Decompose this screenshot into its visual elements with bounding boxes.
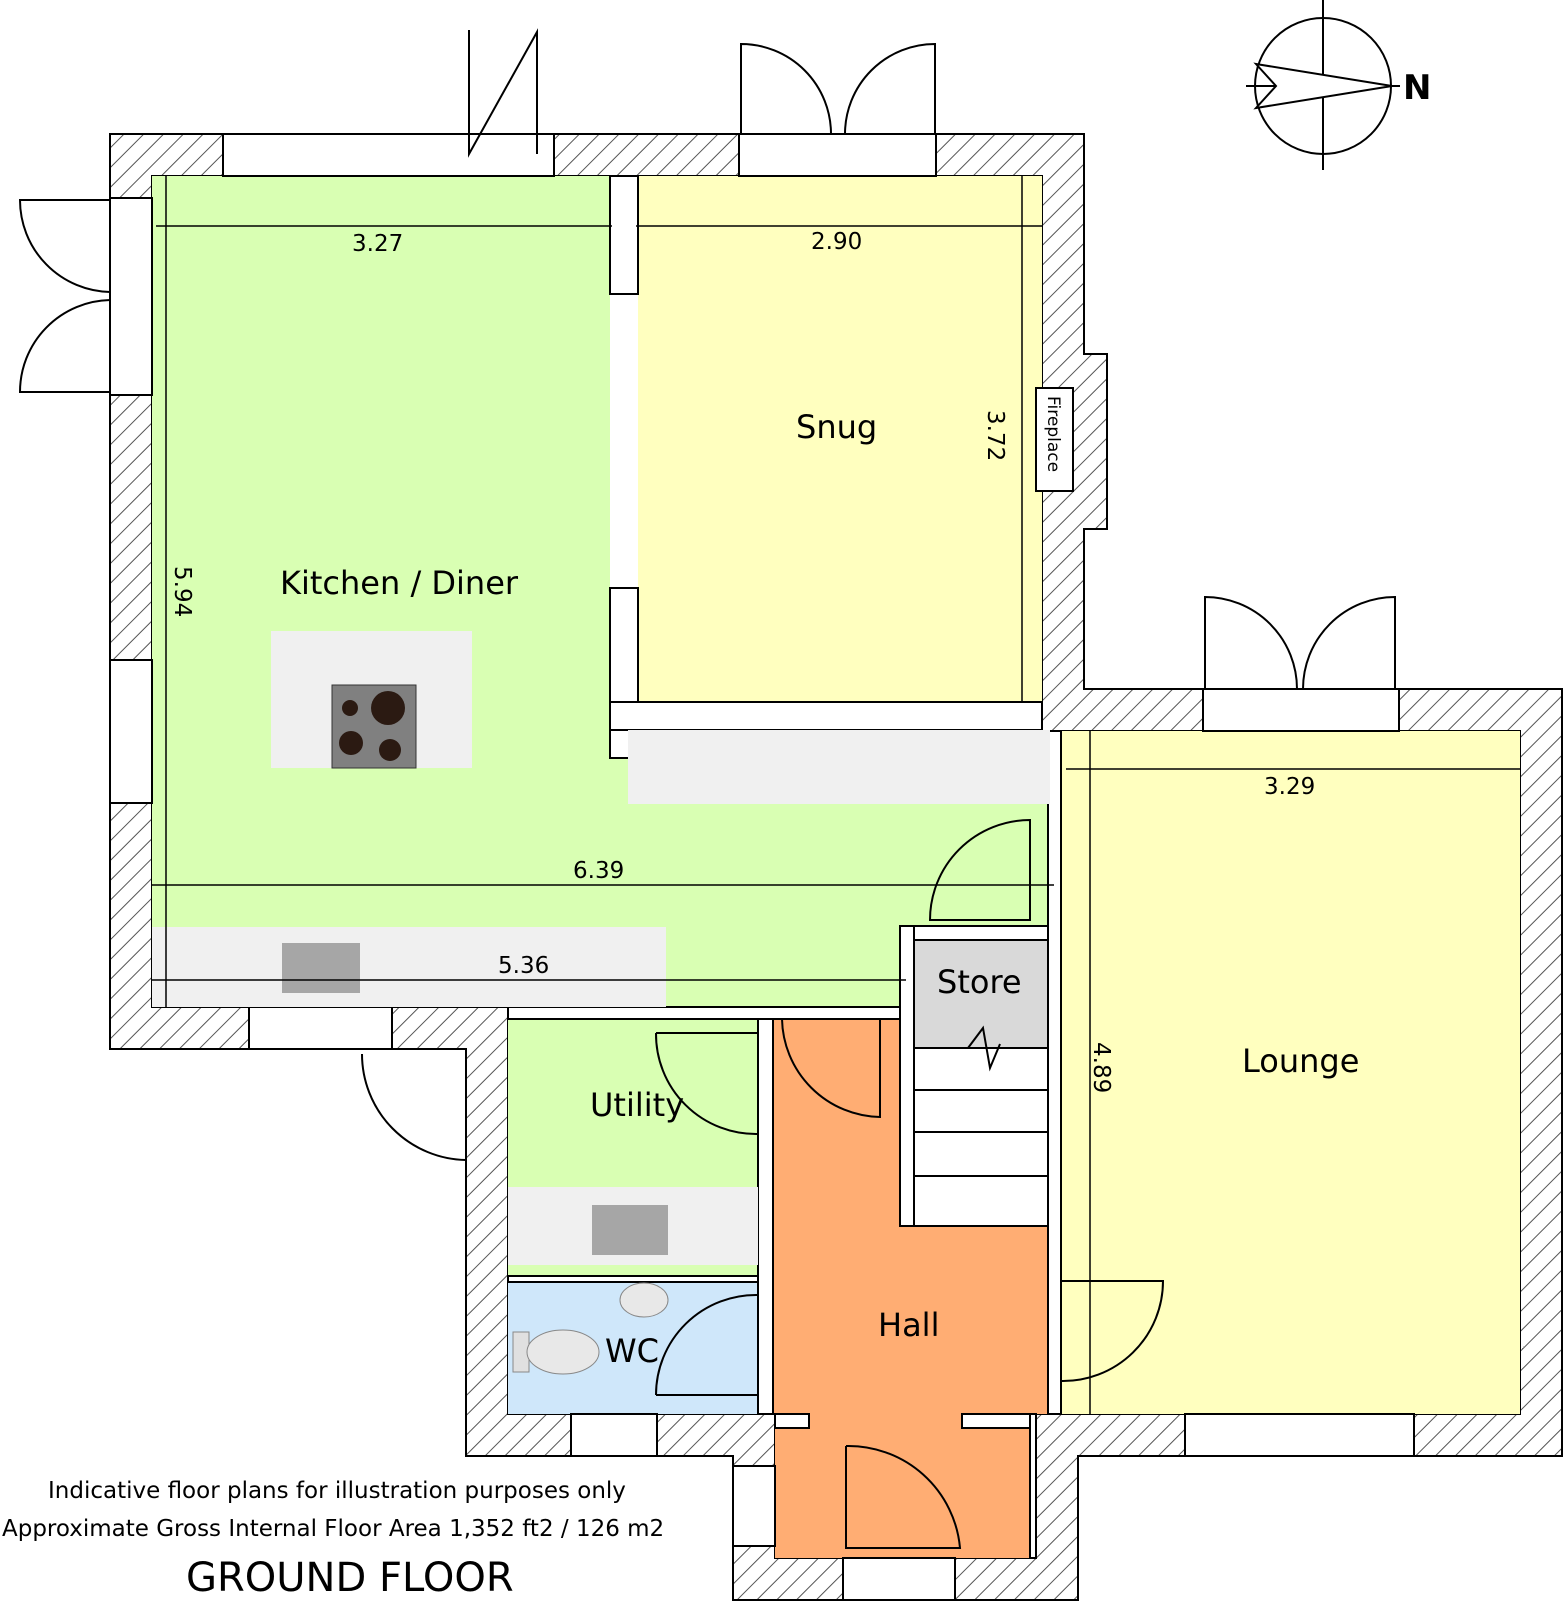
utility-sink <box>592 1205 668 1255</box>
doors <box>18 28 1396 1549</box>
kitchen-sink <box>282 943 360 993</box>
fireplace: Fireplace <box>1035 387 1074 492</box>
kitchen-counter: 5.36 <box>498 953 549 979</box>
hob <box>331 684 417 769</box>
lounge-width: 3.29 <box>1264 774 1315 800</box>
kitchen-label: Kitchen / Diner <box>280 564 519 602</box>
kitchen-overall: 6.39 <box>573 858 624 884</box>
lounge-length: 4.89 <box>1088 1042 1114 1093</box>
store-label: Store <box>937 963 1022 1001</box>
hall-label: Hall <box>878 1306 939 1344</box>
kitchen-width: 3.27 <box>352 231 403 257</box>
toilet <box>526 1329 600 1375</box>
floor-area: Approximate Gross Internal Floor Area 1,… <box>2 1516 664 1542</box>
snug-width: 2.90 <box>811 229 862 255</box>
compass <box>1246 0 1400 170</box>
room-fills <box>152 176 1520 1558</box>
wc-basin <box>619 1282 669 1318</box>
fixtures <box>152 631 1050 1375</box>
kitchen-length: 5.94 <box>169 566 195 617</box>
lounge-label: Lounge <box>1242 1042 1359 1080</box>
floor-title: GROUND FLOOR <box>186 1555 514 1601</box>
wc-label: WC <box>605 1332 659 1370</box>
stairs <box>913 1025 1049 1227</box>
windows <box>109 133 1415 1601</box>
snug-length: 3.72 <box>982 410 1008 461</box>
disclaimer: Indicative floor plans for illustration … <box>48 1478 626 1504</box>
snug-label: Snug <box>796 408 877 446</box>
fireplace-label: Fireplace <box>1043 396 1063 472</box>
utility-label: Utility <box>590 1086 684 1124</box>
snug-fill <box>638 176 1042 702</box>
dimension-lines <box>152 176 1520 1414</box>
lounge-fill <box>1061 731 1520 1414</box>
north-label: N <box>1403 68 1431 108</box>
